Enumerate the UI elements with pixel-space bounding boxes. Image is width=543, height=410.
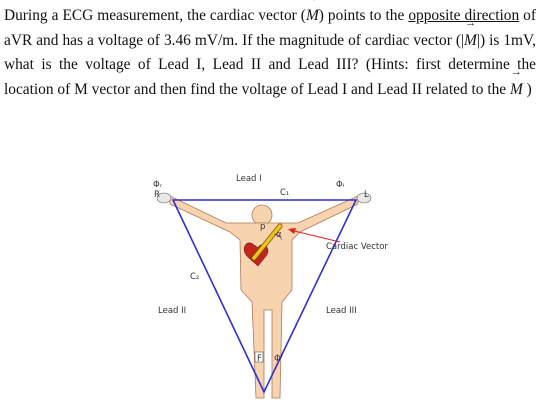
angle-arc [273, 233, 283, 241]
vector-m-symbol-3: M [510, 66, 523, 103]
lead-ii-label: Lead II [158, 306, 187, 316]
underlined-phrase: opposite direction [408, 7, 520, 24]
lead-i-label: Lead I [236, 174, 262, 184]
question-part-5: ) [522, 80, 532, 98]
phi-f-label: Φᶠ [274, 354, 284, 364]
alpha-label: α [276, 230, 282, 240]
phi-r-label: Φᵣ [153, 180, 162, 190]
human-body [169, 195, 359, 399]
question-part-3: of aVR and has a voltage of 3.46 mV/m. I… [4, 7, 536, 49]
cardiac-vector-label: Cardiac Vector [326, 242, 388, 252]
vector-m-symbol: M [306, 0, 319, 29]
vector-p-label: p [260, 222, 266, 232]
phi-l-label: Φₗ [336, 180, 345, 190]
foot-electrode [254, 351, 264, 363]
question-text: During a ECG measurement, the cardiac ve… [4, 0, 537, 103]
question-part-1: During a ECG measurement, the cardiac ve… [4, 7, 306, 24]
f-label: F [257, 354, 262, 364]
einthoven-diagram [156, 192, 372, 399]
question-part-4: |) is 1mV, what is the voltage of Lead I… [4, 31, 537, 98]
vector-m-symbol-2: M [464, 17, 477, 54]
question-part-2: ) points to the [318, 7, 409, 24]
r-label: R [154, 190, 160, 200]
pointer-arrowhead [288, 228, 296, 234]
left-hand [356, 192, 372, 204]
c2-label: C₂ [190, 272, 200, 282]
l-label: L [364, 190, 369, 200]
einthoven-triangle-figure: Lead I C₁ Φᵣ Φₗ R L p α Cardiac Vector C… [140, 160, 400, 410]
c1-label: C₁ [280, 188, 290, 198]
lead-iii-label: Lead III [326, 306, 357, 316]
cardiac-vector-pointer [289, 229, 341, 243]
right-hand [156, 192, 172, 204]
hand-electrodes [156, 192, 372, 204]
cardiac-vector-bar [252, 224, 282, 260]
